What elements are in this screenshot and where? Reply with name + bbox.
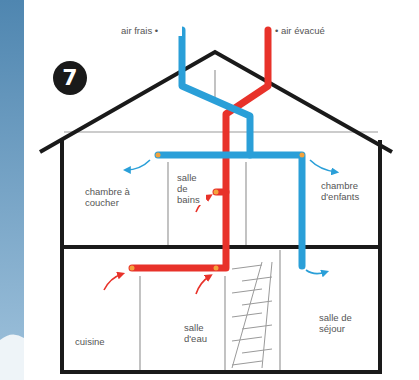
room-label: salle d'eau <box>183 322 215 344</box>
interior-walls <box>64 70 378 370</box>
air-label: air frais • <box>120 25 182 36</box>
staircase <box>232 262 272 368</box>
snow <box>0 334 24 380</box>
room-label: cuisine <box>74 336 126 347</box>
duct-vents <box>130 153 305 271</box>
air-label: • air évacué <box>274 25 346 36</box>
airflow-arrows <box>104 160 336 294</box>
panel <box>24 0 419 380</box>
exhaust-duct <box>132 30 268 268</box>
callout-number: 7 <box>53 61 87 95</box>
room-label: chambre à coucher <box>84 186 138 208</box>
room-label: salle de séjour <box>318 312 368 334</box>
fresh-air-duct <box>158 30 302 266</box>
room-label: chambre d'enfants <box>320 180 378 202</box>
room-label: salle de bains <box>176 172 206 205</box>
